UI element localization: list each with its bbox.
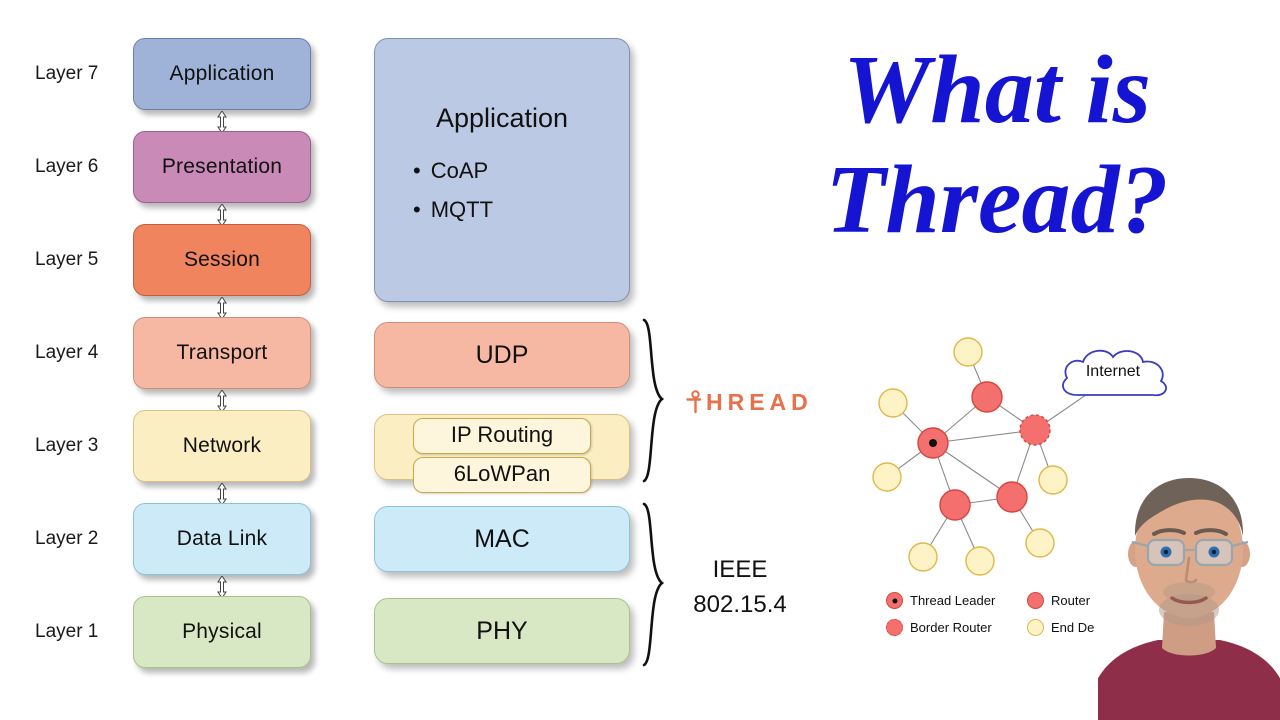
thread-network-topology [860,325,1190,595]
osi-layer-box-session[interactable]: Session [133,224,311,296]
osi-layer-number-2: Layer 2 [35,528,99,549]
network-link [932,429,1036,444]
osi-layer-box-physical[interactable]: Physical [133,596,311,668]
thread-mac-box[interactable]: MAC [374,506,630,572]
osi-layer-box-network[interactable]: Network [133,410,311,482]
osi-layer-number-7: Layer 7 [35,63,99,84]
network-node-end[interactable] [965,546,995,576]
thread-phy-box[interactable]: PHY [374,598,630,664]
osi-layer-box-data-link[interactable]: Data Link [133,503,311,575]
cloud-icon [1062,349,1167,397]
thread-ip-routing-box[interactable]: IP Routing [413,418,591,454]
network-node-end[interactable] [1038,465,1068,495]
legend-item-router: Router [1027,592,1090,609]
legend-label-router: Router [1051,593,1091,608]
page-title-line-2: Thread? [825,145,1169,254]
bullet-mqtt: MQTT [413,191,629,230]
page-title-line-1: What is [843,36,1151,144]
legend-item-end-device: End De [1027,619,1094,636]
network-node-router[interactable] [939,489,971,521]
ieee-label: IEEE 802.15.4 [686,553,794,623]
network-legend: Thread Leader Router Border Router End D… [886,592,1146,644]
presenter-portrait [1098,462,1280,720]
internet-cloud-label: Internet [1085,363,1141,380]
osi-layer-box-transport[interactable]: Transport [133,317,311,389]
thread-application-bullets: CoAP MQTT [375,152,629,229]
osi-layer-number-1: Layer 1 [35,621,99,642]
osi-layer-label: Network [182,434,262,457]
network-node-end[interactable] [953,337,983,367]
osi-layer-arrow [217,111,227,133]
end-device-icon [1027,619,1044,636]
osi-layer-arrow [217,390,227,412]
thread-application-box[interactable]: Application CoAP MQTT [374,38,630,302]
network-node-router[interactable] [971,381,1003,413]
osi-layer-arrow [217,576,227,598]
page-title: What is Thread? [752,36,1242,256]
ieee-brace [642,502,665,667]
osi-layer-label: Session [183,248,261,271]
border-router-icon [886,619,903,636]
osi-layer-label: Data Link [176,527,268,550]
osi-layer-box-presentation[interactable]: Presentation [133,131,311,203]
thread-udp-label: UDP [475,340,529,369]
network-node-end[interactable] [908,542,938,572]
osi-layer-box-application[interactable]: Application [133,38,311,110]
presenter-webcam-overlay [1098,462,1280,720]
network-node-end[interactable] [872,462,902,492]
ieee-line-2: 802.15.4 [693,590,787,618]
thread-6lowpan-box[interactable]: 6LoWPan [413,457,591,493]
osi-layer-label: Application [169,62,275,85]
osi-layer-label: Transport [176,341,268,364]
thread-mac-label: MAC [474,524,530,553]
internet-cloud: Internet [1053,343,1173,409]
network-node-end[interactable] [878,388,908,418]
thread-leader-icon [886,592,903,609]
network-topology-svg [872,337,1113,576]
router-icon [1027,592,1044,609]
network-node-leader[interactable] [917,427,949,459]
osi-layer-number-5: Layer 5 [35,249,99,270]
legend-item-thread-leader: Thread Leader [886,592,995,609]
thread-logo-t-icon [686,389,702,413]
thread-brace [642,318,665,483]
osi-layer-number-6: Layer 6 [35,156,99,177]
network-node-end[interactable] [1025,528,1055,558]
network-node-border[interactable] [1019,414,1051,446]
legend-label-end-device: End De [1051,620,1095,635]
thread-udp-box[interactable]: UDP [374,322,630,388]
ieee-line-1: IEEE [712,556,768,583]
osi-layer-arrow [217,483,227,505]
osi-layer-label: Physical [182,620,262,643]
legend-label-border-router: Border Router [910,620,992,635]
osi-layer-arrow [217,297,227,319]
osi-layer-number-4: Layer 4 [35,342,99,363]
legend-label-thread-leader: Thread Leader [910,593,996,608]
network-link [932,442,1013,498]
osi-layer-number-3: Layer 3 [35,435,99,456]
osi-layer-label: Presentation [161,155,283,178]
osi-layer-arrow [217,204,227,226]
network-node-router[interactable] [996,481,1028,513]
thread-network-box[interactable]: IP Routing 6LoWPan [374,414,630,493]
thread-logo: HREAD [685,389,813,416]
legend-item-border-router: Border Router [886,619,992,636]
thread-phy-label: PHY [476,616,528,645]
thread-logo-text: HREAD [706,389,813,415]
thread-application-title: Application [435,103,569,133]
thread-leader-marker [929,439,937,447]
bullet-coap: CoAP [413,152,629,191]
